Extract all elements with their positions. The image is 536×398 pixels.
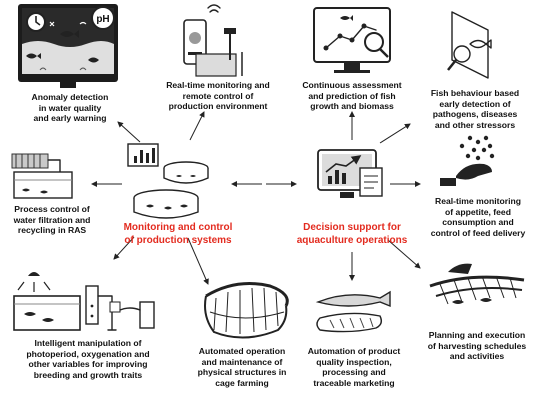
label-line: Real-time monitoring bbox=[435, 196, 521, 206]
feeding-hand-icon bbox=[440, 135, 495, 186]
label-line: cage farming bbox=[215, 377, 269, 388]
harvest-net-icon bbox=[429, 263, 525, 305]
ph-label: pH bbox=[96, 14, 109, 25]
label-line: processing and bbox=[322, 367, 386, 377]
label-line: traceable marketing bbox=[313, 377, 395, 388]
hub-line: aquaculture operations bbox=[296, 234, 408, 246]
label-photoperiod: Intelligent manipulation of photoperiod,… bbox=[4, 338, 172, 380]
label-cage: Automated operation and maintenance of p… bbox=[182, 346, 302, 388]
label-line: in water quality bbox=[38, 102, 102, 113]
label-line: and maintenance of bbox=[201, 356, 283, 367]
hub-line: Monitoring and control bbox=[123, 222, 233, 233]
monitoring-tanks-icon bbox=[127, 143, 209, 219]
growth-chart-icon bbox=[313, 7, 391, 73]
label-feeding: Real-time monitoring of appetite, feed c… bbox=[422, 196, 534, 238]
label-line: Automation of product bbox=[307, 346, 401, 356]
photoperiod-tank-icon bbox=[13, 272, 155, 331]
hub-line: of production systems bbox=[124, 234, 232, 246]
label-line: Planning and execution bbox=[428, 330, 526, 340]
arrow-to-photoperiod bbox=[113, 236, 135, 260]
label-line: Continuous assessment bbox=[302, 80, 402, 90]
label-line: breeding and growth traits bbox=[33, 369, 143, 380]
label-line: and early warning bbox=[33, 113, 107, 123]
arrow-to-cage bbox=[187, 237, 209, 285]
label-line: remote control of bbox=[182, 90, 254, 101]
label-line: Anomaly detection bbox=[31, 92, 109, 102]
label-filtration: Process control of water filtration and … bbox=[2, 204, 102, 236]
label-line: pathogens, diseases bbox=[432, 109, 518, 119]
label-line: consumption and bbox=[442, 217, 514, 227]
label-line: recycling in RAS bbox=[17, 225, 87, 235]
label-line: control of feed delivery bbox=[430, 227, 526, 238]
label-line: production environment bbox=[168, 101, 268, 111]
label-line: and other stressors bbox=[434, 119, 516, 130]
label-line: early detection of bbox=[439, 98, 511, 109]
label-line: growth and biomass bbox=[310, 101, 394, 111]
label-line: water filtration and bbox=[13, 214, 91, 225]
label-quality: Automation of product quality inspection… bbox=[298, 346, 410, 388]
label-line: photoperiod, oxygenation and bbox=[26, 348, 150, 359]
label-line: Automated operation bbox=[198, 346, 286, 356]
label-line: other variables for improving bbox=[28, 359, 148, 369]
label-realtime-env: Real-time monitoring and remote control … bbox=[150, 80, 286, 112]
monitor-water-icon: pH bbox=[18, 4, 118, 88]
arrow-to-behaviour bbox=[379, 123, 411, 144]
arrow-to-realtime-env bbox=[189, 111, 205, 141]
connector-arrows bbox=[91, 111, 421, 285]
label-line: of appetite, feed bbox=[445, 206, 511, 217]
label-line: of harvesting schedules bbox=[427, 340, 527, 351]
hub-decision-support: Decision support for aquaculture operati… bbox=[280, 222, 424, 247]
label-line: physical structures in bbox=[197, 367, 287, 377]
label-harvest: Planning and execution of harvesting sch… bbox=[420, 330, 534, 362]
arrow-to-harvest bbox=[387, 239, 421, 269]
label-line: Fish behaviour based bbox=[430, 88, 520, 98]
label-line: Real-time monitoring and bbox=[166, 80, 270, 90]
sea-cage-icon bbox=[204, 282, 289, 339]
label-line: and prediction of fish bbox=[308, 90, 396, 101]
hub-monitoring-control: Monitoring and control of production sys… bbox=[108, 222, 248, 247]
decision-dashboard-icon bbox=[317, 149, 383, 198]
label-line: Intelligent manipulation of bbox=[34, 338, 142, 348]
hub-line: Decision support for bbox=[303, 222, 401, 233]
label-line: and activities bbox=[449, 351, 505, 361]
fish-fillet-icon bbox=[315, 290, 391, 333]
filtration-tank-icon bbox=[11, 153, 73, 199]
label-behaviour: Fish behaviour based early detection of … bbox=[416, 88, 534, 130]
phone-remote-icon bbox=[183, 4, 243, 77]
behaviour-detection-icon bbox=[447, 11, 492, 79]
label-line: Process control of bbox=[14, 204, 90, 214]
label-growth: Continuous assessment and prediction of … bbox=[296, 80, 408, 112]
label-line: quality inspection, bbox=[316, 356, 392, 367]
label-anomaly: Anomaly detection in water quality and e… bbox=[6, 92, 134, 124]
arrow-to-anomaly bbox=[117, 121, 141, 143]
